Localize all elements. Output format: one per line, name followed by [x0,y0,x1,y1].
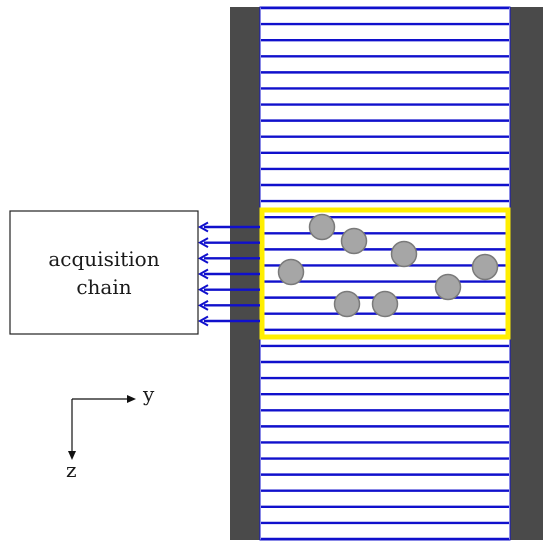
acquisition-box-line2: chain [76,275,131,299]
readout-arrows [197,221,260,327]
readout-arrow [197,315,260,327]
readout-arrow [197,221,260,233]
particle [434,273,462,301]
y-axis-arrowhead [127,395,136,403]
particle [333,290,361,318]
particle [471,253,499,281]
acquisition-box-line1: acquisition [48,247,159,271]
region-of-interest [259,207,511,340]
particle [390,240,418,268]
z-axis-label: z [66,458,77,482]
readout-arrow [197,299,260,311]
particle [308,213,336,241]
particles [277,213,499,318]
acquisition-chain-box: acquisition chain [9,210,199,335]
readout-arrow [197,268,260,280]
right-wall [510,7,543,540]
y-axis-label: y [142,382,155,406]
strip-lines [261,6,509,541]
particle [340,227,368,255]
particle [277,258,305,286]
z-axis-arrowhead [68,451,76,460]
particle [371,290,399,318]
acquisition-box-frame [9,210,199,335]
readout-arrow [197,284,260,296]
axes-indicator: y z [66,382,155,482]
readout-arrow [197,237,260,249]
readout-arrow [197,252,260,264]
